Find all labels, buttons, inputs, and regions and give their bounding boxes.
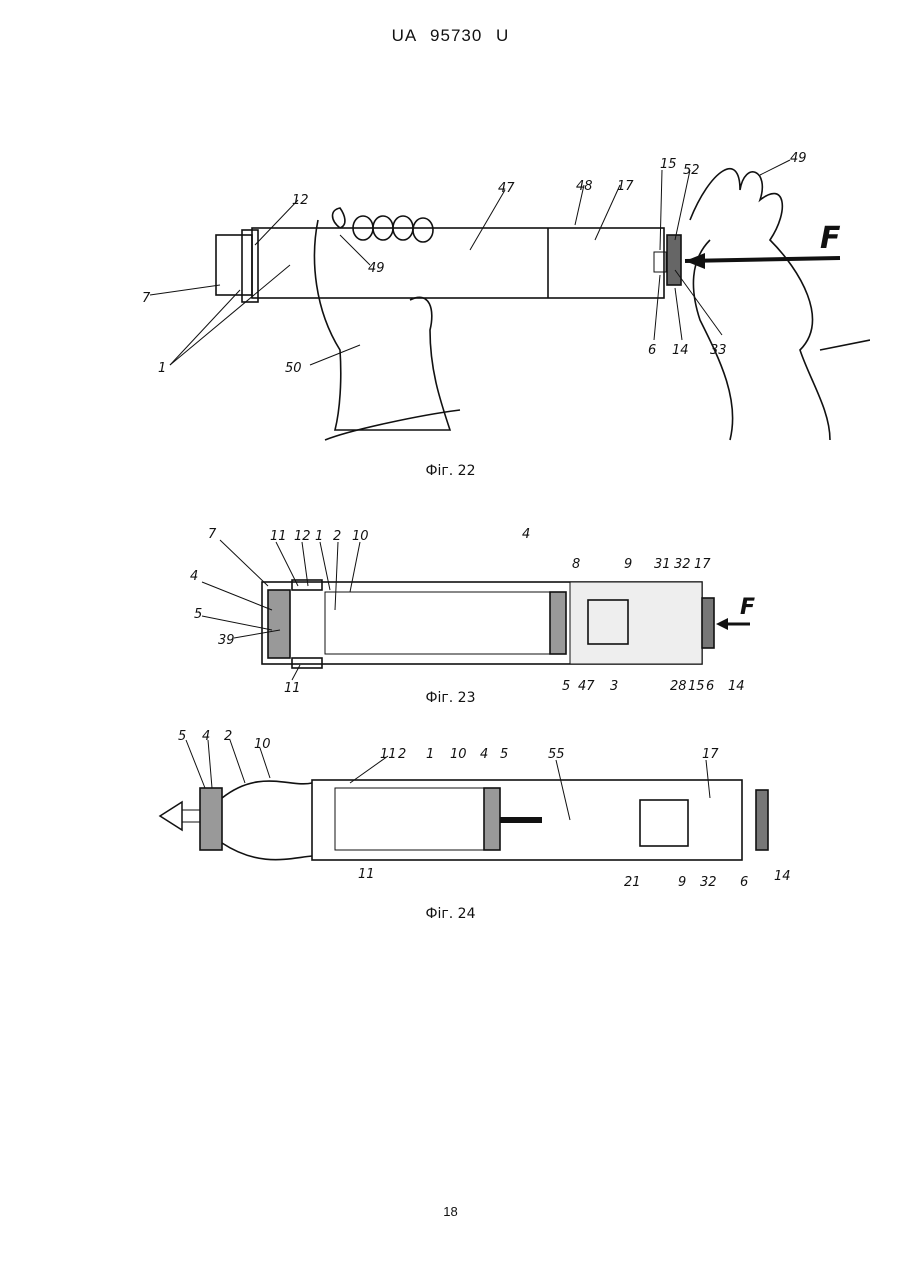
label: 10 bbox=[254, 737, 271, 752]
primer-9 bbox=[640, 800, 688, 846]
figure-24-drawing: 5 4 2 10 11 2 1 10 4 5 55 17 11 21 9 32 … bbox=[150, 728, 800, 898]
end-cap-7 bbox=[216, 235, 252, 295]
label: 5 bbox=[194, 607, 202, 622]
label: 1 bbox=[158, 361, 166, 376]
label: 17 bbox=[617, 179, 634, 194]
label: 11 bbox=[358, 867, 375, 882]
label: 14 bbox=[774, 869, 791, 884]
figure-22-drawing: 7 1 12 50 49 47 48 17 15 52 49 F 6 14 33 bbox=[130, 140, 870, 455]
label: 6 bbox=[648, 343, 656, 358]
disc-5 bbox=[550, 592, 566, 654]
figure-22-caption: Фiг. 22 bbox=[0, 463, 901, 479]
label: 55 bbox=[548, 747, 565, 762]
label: 49 bbox=[790, 151, 807, 166]
force-label: F bbox=[820, 221, 841, 256]
button-14 bbox=[756, 790, 768, 850]
label: 17 bbox=[694, 557, 711, 572]
label: 2 bbox=[224, 729, 232, 744]
label: 47 bbox=[498, 181, 515, 196]
label: 15 bbox=[660, 157, 677, 172]
disc-4 bbox=[268, 590, 290, 658]
label: 7 bbox=[208, 527, 217, 542]
label: 9 bbox=[678, 875, 686, 890]
label: 11 bbox=[270, 529, 287, 544]
label: 52 bbox=[683, 163, 700, 178]
label: 11 bbox=[380, 747, 397, 762]
label: 9 bbox=[624, 557, 632, 572]
label: 4 bbox=[480, 747, 488, 762]
button-14 bbox=[667, 235, 681, 285]
disc-5 bbox=[484, 788, 500, 850]
label: 7 bbox=[142, 291, 151, 306]
label: 10 bbox=[450, 747, 467, 762]
label: 12 bbox=[292, 193, 309, 208]
label: 32 bbox=[700, 875, 717, 890]
label: 2 bbox=[333, 529, 341, 544]
label: 39 bbox=[218, 633, 235, 648]
disc-4 bbox=[200, 788, 222, 850]
ring-12 bbox=[242, 230, 258, 302]
force-label: F bbox=[740, 595, 755, 620]
label: 5 bbox=[178, 729, 186, 744]
figure-23-caption: Фiг. 23 bbox=[0, 690, 901, 706]
gas-cloud bbox=[222, 781, 312, 860]
left-hand-50 bbox=[314, 220, 450, 430]
label: 21 bbox=[624, 875, 641, 890]
label: 48 bbox=[576, 179, 593, 194]
label: 14 bbox=[672, 343, 689, 358]
charge-2 bbox=[325, 592, 550, 654]
label: 31 bbox=[654, 557, 671, 572]
label: 4 bbox=[522, 527, 530, 542]
label: 32 bbox=[674, 557, 691, 572]
figure-23-drawing: 7 11 12 1 2 10 4 5 39 11 4 8 9 31 32 17 … bbox=[180, 520, 770, 695]
right-hand-49 bbox=[690, 169, 830, 440]
label: 4 bbox=[190, 569, 198, 584]
document-number: UA 95730 U bbox=[0, 26, 901, 46]
label: 49 bbox=[368, 261, 385, 276]
label: 17 bbox=[702, 747, 719, 762]
label: 10 bbox=[352, 529, 369, 544]
figure-24-caption: Фiг. 24 bbox=[0, 906, 901, 922]
label: 12 bbox=[294, 529, 311, 544]
label: 5 bbox=[500, 747, 508, 762]
label: 50 bbox=[285, 361, 302, 376]
label: 1 bbox=[315, 529, 323, 544]
button-14 bbox=[702, 598, 714, 648]
label: 6 bbox=[740, 875, 748, 890]
label: 4 bbox=[202, 729, 210, 744]
label: 8 bbox=[572, 557, 580, 572]
label: 33 bbox=[710, 343, 727, 358]
charge-2 bbox=[335, 788, 485, 850]
label: 1 bbox=[426, 747, 434, 762]
page-number: 18 bbox=[0, 1204, 901, 1219]
label: 2 bbox=[398, 747, 406, 762]
